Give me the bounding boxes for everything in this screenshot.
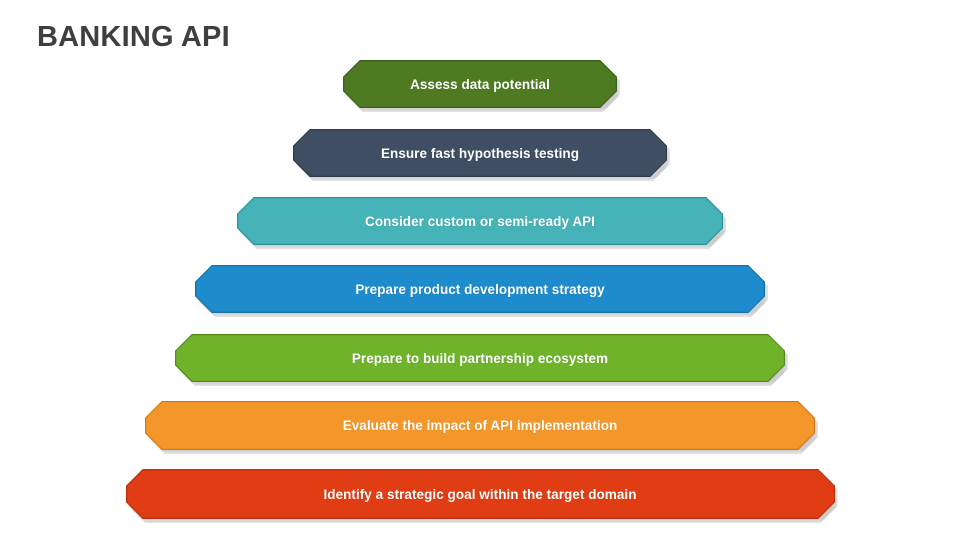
funnel-level-4[interactable]: Prepare product development strategy xyxy=(0,265,960,317)
funnel-bar-octagon xyxy=(125,469,835,519)
funnel-level-label: Evaluate the impact of API implementatio… xyxy=(342,418,618,433)
funnel-level-7[interactable]: Identify a strategic goal within the tar… xyxy=(0,469,960,523)
funnel-level-label: Ensure fast hypothesis testing xyxy=(380,145,580,161)
funnel-level-label: Prepare to build partnership ecosystem xyxy=(351,350,609,366)
funnel-bar-octagon xyxy=(195,265,765,313)
funnel-bar-octagon xyxy=(343,60,617,108)
funnel-bar-octagon xyxy=(145,401,815,450)
funnel-bar[interactable]: Consider custom or semi-ready API xyxy=(237,197,726,249)
funnel-bar-octagon xyxy=(175,334,785,382)
funnel-level-5[interactable]: Prepare to build partnership ecosystem xyxy=(0,334,960,386)
funnel-level-label: Prepare product development strategy xyxy=(355,281,605,297)
funnel-level-6[interactable]: Evaluate the impact of API implementatio… xyxy=(0,401,960,454)
funnel-level-label: Identify a strategic goal within the tar… xyxy=(323,486,637,502)
funnel-bar[interactable]: Assess data potential xyxy=(343,60,620,112)
funnel-level-1[interactable]: Assess data potential xyxy=(0,60,960,112)
funnel-level-label: Assess data potential xyxy=(410,76,550,92)
funnel-bar[interactable]: Evaluate the impact of API implementatio… xyxy=(145,401,818,454)
funnel-bar[interactable]: Prepare to build partnership ecosystem xyxy=(175,334,788,386)
funnel-level-3[interactable]: Consider custom or semi-ready API xyxy=(0,197,960,249)
funnel-bar[interactable]: Identify a strategic goal within the tar… xyxy=(125,469,838,523)
funnel-bar[interactable]: Prepare product development strategy xyxy=(195,265,768,317)
funnel-bar-octagon xyxy=(237,197,723,245)
funnel-bar[interactable]: Ensure fast hypothesis testing xyxy=(293,129,670,181)
funnel-level-label: Consider custom or semi-ready API xyxy=(365,213,595,229)
page-title: BANKING API xyxy=(37,21,230,53)
funnel-level-2[interactable]: Ensure fast hypothesis testing xyxy=(0,129,960,181)
funnel-bar-octagon xyxy=(293,129,667,177)
